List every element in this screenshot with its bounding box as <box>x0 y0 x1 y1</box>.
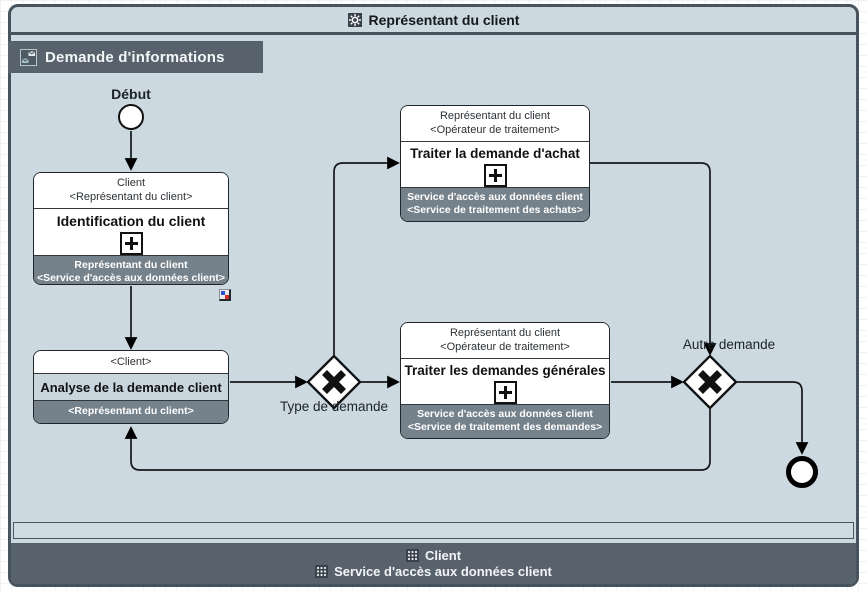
task-service: Service d'accès aux données client <Serv… <box>401 403 609 438</box>
task-org-unit: Client <Représentant du client> <box>34 173 228 209</box>
pool-header[interactable]: Représentant du client <box>11 7 856 35</box>
end-event[interactable] <box>786 456 818 488</box>
subprocess-plus-icon <box>119 231 143 255</box>
task-service: Service d'accès aux données client <Serv… <box>401 186 589 221</box>
task-title: Traiter les demandes générales <box>404 362 606 378</box>
gear-icon <box>347 12 362 27</box>
task-title: Traiter la demande d'achat <box>410 145 580 161</box>
task-service: Représentant du client <Service d'accès … <box>34 254 228 284</box>
task-service: <Représentant du client> <box>34 400 228 423</box>
task-body: Identification du client <box>34 208 228 255</box>
footer-role-label: Service d'accès aux données client <box>334 564 552 579</box>
task-title: Identification du client <box>56 212 206 229</box>
data-object-badge-icon[interactable] <box>219 289 231 301</box>
subprocess-plus-icon <box>493 380 517 404</box>
task-identification-du-client[interactable]: Client <Représentant du client> Identifi… <box>33 172 229 285</box>
task-traiter-demandes-generales[interactable]: Représentant du client <Opérateur de tra… <box>400 322 610 439</box>
empty-lane[interactable] <box>13 522 854 539</box>
task-title: Analyse de la demande client <box>40 379 222 395</box>
xor-gateway-type-de-demande[interactable] <box>304 352 364 412</box>
task-body: Analyse de la demande client <box>34 374 228 401</box>
task-body: Traiter les demandes générales <box>401 358 609 404</box>
start-event-label: Début <box>111 86 151 102</box>
footer-role-label: Client <box>424 548 462 563</box>
subprocess-plus-icon <box>483 163 507 187</box>
dot-grid-icon <box>405 549 419 562</box>
task-org-unit: Représentant du client <Opérateur de tra… <box>401 106 589 142</box>
task-org-unit: Représentant du client <Opérateur de tra… <box>401 323 609 359</box>
dot-grid-icon <box>315 565 329 578</box>
process-tab-label: Demande d'informations <box>45 48 225 66</box>
process-envelopes-icon <box>20 48 37 66</box>
pool-title: Représentant du client <box>368 11 520 28</box>
gateway-autre-label: Autre demande <box>682 337 776 352</box>
start-event[interactable] <box>118 104 144 130</box>
task-traiter-demande-achat[interactable]: Représentant du client <Opérateur de tra… <box>400 105 590 222</box>
xor-gateway-autre-demande[interactable] <box>680 352 740 412</box>
lane-footer[interactable]: Client Service d'accès aux données clien… <box>11 543 856 584</box>
task-org-unit: <Client> <box>34 351 228 375</box>
model-frame <box>8 4 859 587</box>
footer-row: Service d'accès aux données client <box>315 564 552 579</box>
task-analyse-demande[interactable]: <Client> Analyse de la demande client <R… <box>33 350 229 424</box>
task-body: Traiter la demande d'achat <box>401 141 589 187</box>
process-tab[interactable]: Demande d'informations <box>8 41 263 73</box>
gateway-type-label: Type de demande <box>279 399 389 414</box>
footer-row: Client <box>405 548 462 563</box>
